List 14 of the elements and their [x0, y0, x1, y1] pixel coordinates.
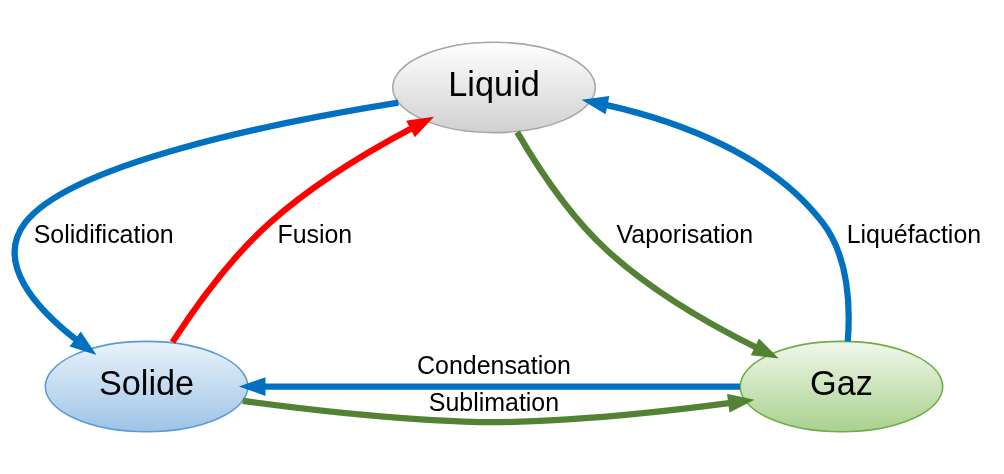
edge-label: Solidification	[33, 219, 174, 248]
edge-label: Condensation	[417, 350, 571, 379]
arrow	[11, 99, 399, 355]
edge-label: Liquéfaction	[846, 219, 982, 248]
node-ellipse: Solide	[44, 340, 249, 433]
arrow	[581, 96, 852, 342]
edge-label: Sublimation	[428, 388, 560, 417]
arrow	[242, 393, 755, 426]
edge-label: Vaporisation	[616, 219, 754, 248]
arrow	[238, 377, 740, 396]
arrow	[169, 116, 435, 344]
arrow	[514, 130, 779, 359]
node-ellipse: Liquid	[391, 41, 597, 134]
edge-label: Fusion	[277, 219, 353, 248]
